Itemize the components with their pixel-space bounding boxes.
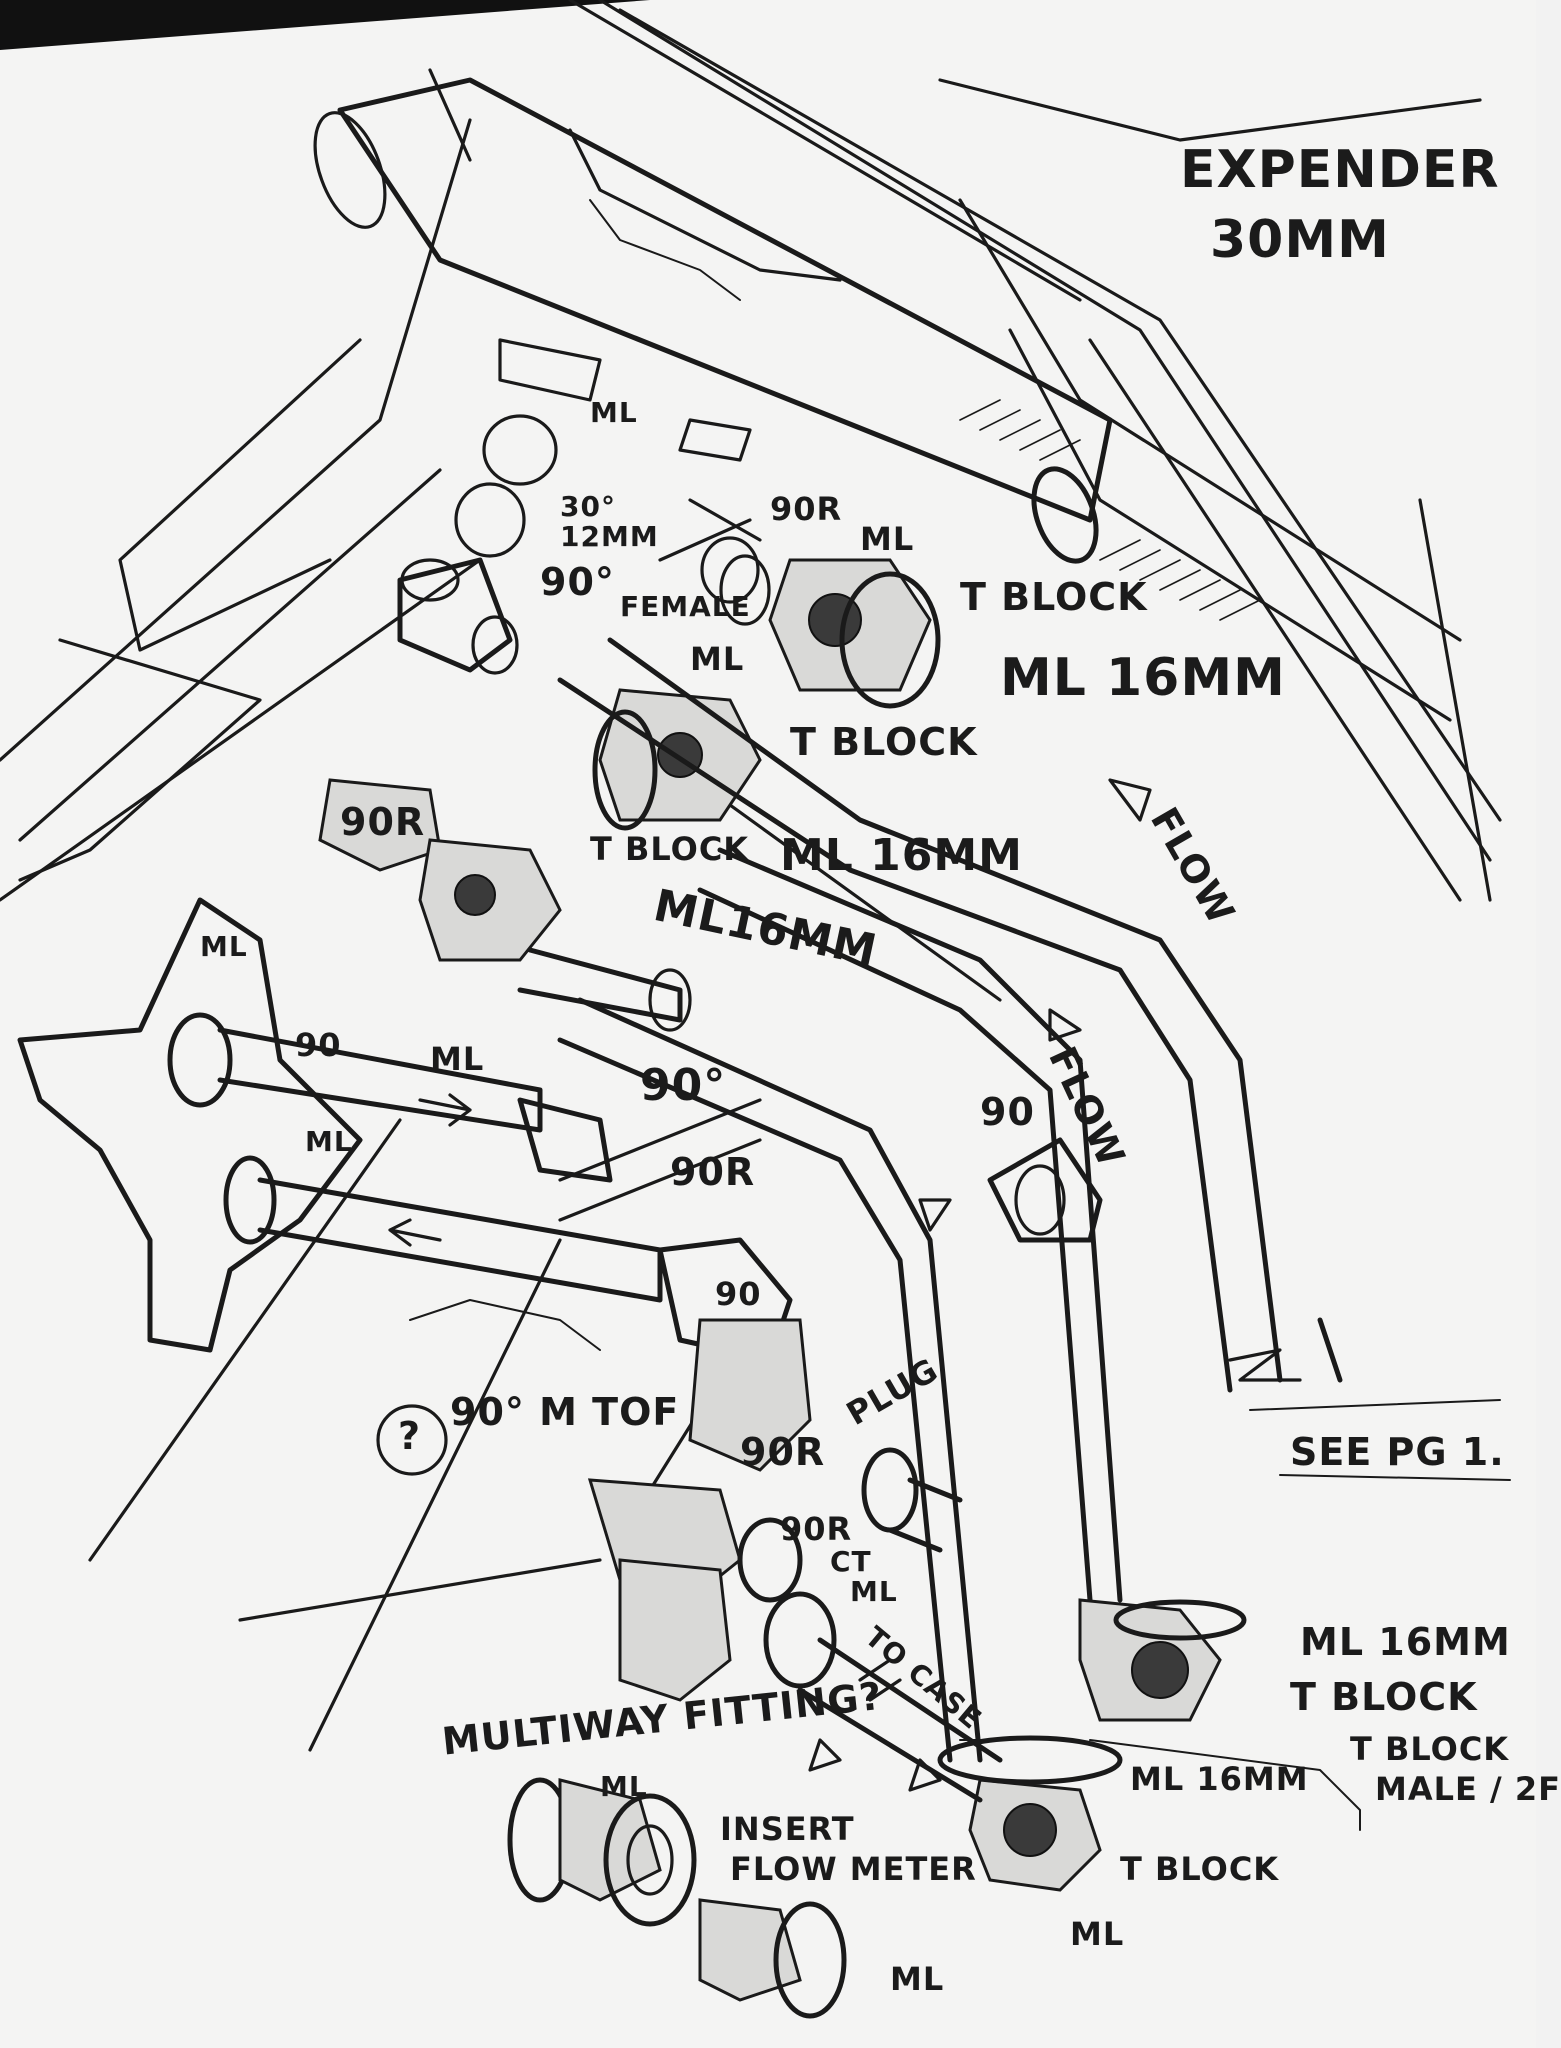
label-tblock-bottom: T BLOCK (1120, 1850, 1280, 1888)
label-ml-bottom-left: ML (600, 1770, 648, 1803)
label-90-star: 90 (295, 1026, 342, 1064)
question-circle (376, 1404, 448, 1476)
label-90r-mid: 90R (670, 1150, 756, 1194)
label-ml-low: ML (850, 1575, 898, 1608)
label-90r-left: 90R (340, 800, 426, 844)
label-question: ? (398, 1414, 422, 1458)
body-panel-lines (0, 0, 1502, 1752)
label-90-m-tof: 90° M TOF (450, 1390, 680, 1434)
label-male-2f: MALE / 2F (1375, 1770, 1561, 1808)
label-ct: CT (830, 1545, 872, 1578)
tblock-top (719, 554, 941, 709)
label-expender: EXPENDER (1180, 140, 1500, 200)
label-ml-star-mid: ML (430, 1040, 485, 1078)
label-90deg-mid: 90° (640, 1060, 727, 1111)
label-insert: INSERT (720, 1810, 855, 1848)
label-90r-top: 90R (770, 490, 843, 528)
label-ml-bottom: ML (890, 1960, 945, 1998)
label-12mm: 12MM (560, 520, 659, 553)
flow-meter-assembly (507, 1777, 847, 2019)
label-ml-star-top: ML (200, 930, 248, 963)
page-shadow (0, 0, 650, 50)
label-expender-size: 30MM (1210, 210, 1390, 270)
label-ninety-female: 90° (540, 560, 615, 604)
break-marks (858, 1348, 1302, 1702)
flow-arrows (388, 778, 1152, 1792)
label-90r-low: 90R (740, 1430, 826, 1474)
label-90r-low2: 90R (780, 1510, 853, 1548)
label-tblock-mid: T BLOCK (790, 720, 978, 764)
label-tblock-left: T BLOCK (590, 830, 750, 868)
label-ml16-right: ML 16MM (1300, 1620, 1511, 1664)
label-ml-star-low: ML (305, 1125, 353, 1158)
tblock-right (1078, 1598, 1247, 1722)
label-female: FEMALE (620, 590, 751, 623)
multiway-cluster (558, 1098, 1003, 1803)
upper-fittings (454, 338, 762, 604)
label-flow-meter: FLOW METER (730, 1850, 977, 1888)
tblock-bottom (937, 1735, 1123, 1892)
label-ml-upper-mid: ML (690, 640, 745, 678)
label-angle-30: 30° (560, 490, 616, 523)
expender-tube (313, 77, 1261, 621)
label-ml16-mid: ML 16MM (780, 830, 1023, 881)
label-tblock-right2: T BLOCK (1350, 1730, 1510, 1768)
female-elbow (397, 557, 519, 675)
label-see-pg: SEE PG 1. (1290, 1430, 1505, 1474)
label-ml-top: ML (590, 396, 638, 429)
label-ml-very-bottom: ML (1070, 1915, 1125, 1953)
label-tblock-right: T BLOCK (1290, 1675, 1478, 1719)
label-90-right: 90 (980, 1090, 1035, 1134)
label-ml16-bottom: ML 16MM (1130, 1760, 1309, 1798)
leader-lines (409, 1299, 1511, 1831)
star-handle (17, 897, 363, 1353)
label-90-low: 90 (715, 1275, 762, 1313)
tblock-left (318, 778, 692, 1032)
label-ml16-top: ML 16MM (1000, 648, 1286, 708)
elbow-right (987, 1137, 1103, 1243)
label-ml-top-right: ML (860, 520, 915, 558)
label-tblock-top: T BLOCK (960, 575, 1148, 619)
